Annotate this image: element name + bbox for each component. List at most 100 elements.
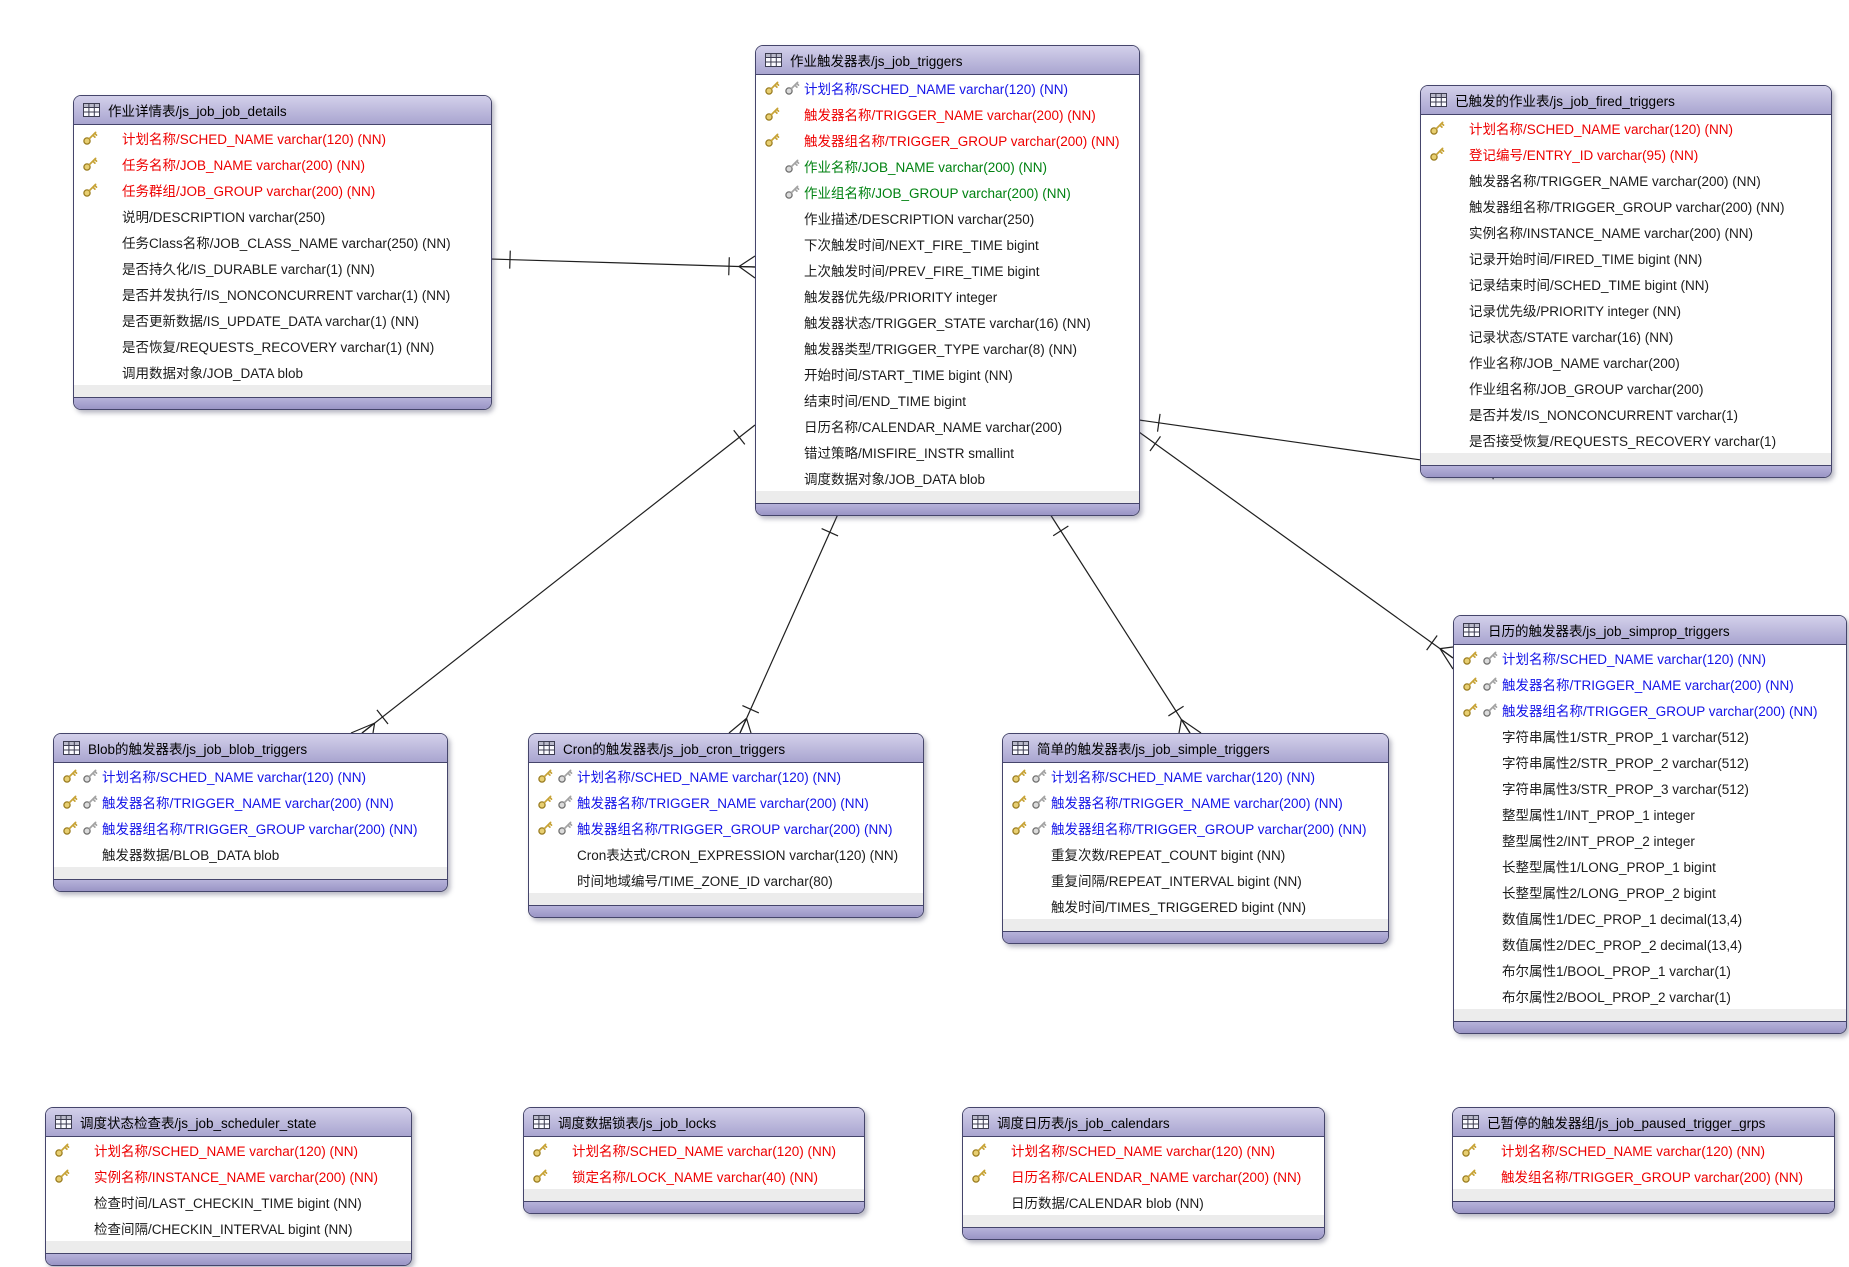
column-row[interactable]: 计划名称/SCHED_NAME varchar(120) (NN) bbox=[74, 125, 491, 151]
entity-table-js_job_calendars[interactable]: 调度日历表/js_job_calendars 计划名称/SCHED_NAME v… bbox=[962, 1107, 1325, 1240]
column-row[interactable]: 下次触发时间/NEXT_FIRE_TIME bigint bbox=[756, 231, 1139, 257]
column-row[interactable]: 是否持久化/IS_DURABLE varchar(1) (NN) bbox=[74, 255, 491, 281]
column-row[interactable]: 是否并发执行/IS_NONCONCURRENT varchar(1) (NN) bbox=[74, 281, 491, 307]
column-row[interactable]: 调度数据对象/JOB_DATA blob bbox=[756, 465, 1139, 491]
column-row[interactable]: 布尔属性2/BOOL_PROP_2 varchar(1) bbox=[1454, 983, 1846, 1009]
column-row[interactable]: 计划名称/SCHED_NAME varchar(120) (NN) bbox=[756, 75, 1139, 101]
column-row[interactable]: 触发时间/TIMES_TRIGGERED bigint (NN) bbox=[1003, 893, 1388, 919]
column-row[interactable]: 数值属性1/DEC_PROP_1 decimal(13,4) bbox=[1454, 905, 1846, 931]
column-row[interactable]: 长整型属性1/LONG_PROP_1 bigint bbox=[1454, 853, 1846, 879]
column-row[interactable]: 触发器组名称/TRIGGER_GROUP varchar(200) (NN) bbox=[54, 815, 447, 841]
entity-table-js_job_scheduler_state[interactable]: 调度状态检查表/js_job_scheduler_state 计划名称/SCHE… bbox=[45, 1107, 412, 1266]
column-row[interactable]: 触发器名称/TRIGGER_NAME varchar(200) (NN) bbox=[529, 789, 923, 815]
column-row[interactable]: 触发器数据/BLOB_DATA blob bbox=[54, 841, 447, 867]
entity-table-js_job_paused_trigger_grps[interactable]: 已暂停的触发器组/js_job_paused_trigger_grps 计划名称… bbox=[1452, 1107, 1835, 1214]
column-row[interactable]: 作业名称/JOB_NAME varchar(200) bbox=[1421, 349, 1831, 375]
column-row[interactable]: 任务群组/JOB_GROUP varchar(200) (NN) bbox=[74, 177, 491, 203]
entity-table-js_job_simprop_triggers[interactable]: 日历的触发器表/js_job_simprop_triggers 计划名称/SCH… bbox=[1453, 615, 1847, 1034]
column-row[interactable]: 触发器优先级/PRIORITY integer bbox=[756, 283, 1139, 309]
column-row[interactable]: 计划名称/SCHED_NAME varchar(120) (NN) bbox=[524, 1137, 864, 1163]
column-row[interactable]: 是否接受恢复/REQUESTS_RECOVERY varchar(1) bbox=[1421, 427, 1831, 453]
column-row[interactable]: 触发器名称/TRIGGER_NAME varchar(200) (NN) bbox=[1454, 671, 1846, 697]
column-row[interactable]: 日历数据/CALENDAR blob (NN) bbox=[963, 1189, 1324, 1215]
column-row[interactable]: 记录结束时间/SCHED_TIME bigint (NN) bbox=[1421, 271, 1831, 297]
column-row[interactable]: 触发组名称/TRIGGER_GROUP varchar(200) (NN) bbox=[1453, 1163, 1834, 1189]
entity-table-header[interactable]: 调度数据锁表/js_job_locks bbox=[524, 1108, 864, 1137]
column-row[interactable]: 记录状态/STATE varchar(16) (NN) bbox=[1421, 323, 1831, 349]
entity-table-header[interactable]: 简单的触发器表/js_job_simple_triggers bbox=[1003, 734, 1388, 763]
entity-table-js_job_locks[interactable]: 调度数据锁表/js_job_locks 计划名称/SCHED_NAME varc… bbox=[523, 1107, 865, 1214]
column-row[interactable]: 触发器状态/TRIGGER_STATE varchar(16) (NN) bbox=[756, 309, 1139, 335]
relationship-js_job_triggers-to-js_job_cron_triggers[interactable] bbox=[728, 513, 839, 734]
relationship-js_job_triggers-to-js_job_simprop_triggers[interactable] bbox=[1138, 431, 1454, 670]
entity-table-js_job_cron_triggers[interactable]: Cron的触发器表/js_job_cron_triggers 计划名称/SCHE… bbox=[528, 733, 924, 918]
column-row[interactable]: 任务Class名称/JOB_CLASS_NAME varchar(250) (N… bbox=[74, 229, 491, 255]
column-row[interactable]: 长整型属性2/LONG_PROP_2 bigint bbox=[1454, 879, 1846, 905]
column-row[interactable]: 重复次数/REPEAT_COUNT bigint (NN) bbox=[1003, 841, 1388, 867]
column-row[interactable]: 触发器组名称/TRIGGER_GROUP varchar(200) (NN) bbox=[529, 815, 923, 841]
column-row[interactable]: 整型属性2/INT_PROP_2 integer bbox=[1454, 827, 1846, 853]
column-row[interactable]: Cron表达式/CRON_EXPRESSION varchar(120) (NN… bbox=[529, 841, 923, 867]
entity-table-header[interactable]: 作业详情表/js_job_job_details bbox=[74, 96, 491, 125]
entity-table-js_job_fired_triggers[interactable]: 已触发的作业表/js_job_fired_triggers 计划名称/SCHED… bbox=[1420, 85, 1832, 478]
column-row[interactable]: 任务名称/JOB_NAME varchar(200) (NN) bbox=[74, 151, 491, 177]
column-row[interactable]: 是否并发/IS_NONCONCURRENT varchar(1) bbox=[1421, 401, 1831, 427]
column-row[interactable]: 结束时间/END_TIME bigint bbox=[756, 387, 1139, 413]
column-row[interactable]: 作业组名称/JOB_GROUP varchar(200) (NN) bbox=[756, 179, 1139, 205]
column-row[interactable]: 实例名称/INSTANCE_NAME varchar(200) (NN) bbox=[46, 1163, 411, 1189]
relationship-js_job_triggers-to-js_job_blob_triggers[interactable] bbox=[350, 424, 756, 734]
column-row[interactable]: 日历名称/CALENDAR_NAME varchar(200) (NN) bbox=[963, 1163, 1324, 1189]
column-row[interactable]: 触发器组名称/TRIGGER_GROUP varchar(200) (NN) bbox=[1003, 815, 1388, 841]
column-row[interactable]: 时间地域编号/TIME_ZONE_ID varchar(80) bbox=[529, 867, 923, 893]
entity-table-header[interactable]: 已暂停的触发器组/js_job_paused_trigger_grps bbox=[1453, 1108, 1834, 1137]
column-row[interactable]: 计划名称/SCHED_NAME varchar(120) (NN) bbox=[1453, 1137, 1834, 1163]
column-row[interactable]: 记录优先级/PRIORITY integer (NN) bbox=[1421, 297, 1831, 323]
entity-table-header[interactable]: Cron的触发器表/js_job_cron_triggers bbox=[529, 734, 923, 763]
entity-table-header[interactable]: 已触发的作业表/js_job_fired_triggers bbox=[1421, 86, 1831, 115]
entity-table-header[interactable]: 调度日历表/js_job_calendars bbox=[963, 1108, 1324, 1137]
column-row[interactable]: 触发器名称/TRIGGER_NAME varchar(200) (NN) bbox=[1003, 789, 1388, 815]
column-row[interactable]: 记录开始时间/FIRED_TIME bigint (NN) bbox=[1421, 245, 1831, 271]
column-row[interactable]: 计划名称/SCHED_NAME varchar(120) (NN) bbox=[963, 1137, 1324, 1163]
column-row[interactable]: 触发器组名称/TRIGGER_GROUP varchar(200) (NN) bbox=[1454, 697, 1846, 723]
column-row[interactable]: 触发器名称/TRIGGER_NAME varchar(200) (NN) bbox=[756, 101, 1139, 127]
column-row[interactable]: 重复间隔/REPEAT_INTERVAL bigint (NN) bbox=[1003, 867, 1388, 893]
column-row[interactable]: 计划名称/SCHED_NAME varchar(120) (NN) bbox=[46, 1137, 411, 1163]
column-row[interactable]: 计划名称/SCHED_NAME varchar(120) (NN) bbox=[1454, 645, 1846, 671]
column-row[interactable]: 检查时间/LAST_CHECKIN_TIME bigint (NN) bbox=[46, 1189, 411, 1215]
column-row[interactable]: 锁定名称/LOCK_NAME varchar(40) (NN) bbox=[524, 1163, 864, 1189]
entity-table-header[interactable]: 作业触发器表/js_job_triggers bbox=[756, 46, 1139, 75]
column-row[interactable]: 上次触发时间/PREV_FIRE_TIME bigint bbox=[756, 257, 1139, 283]
column-row[interactable]: 触发器类型/TRIGGER_TYPE varchar(8) (NN) bbox=[756, 335, 1139, 361]
column-row[interactable]: 计划名称/SCHED_NAME varchar(120) (NN) bbox=[529, 763, 923, 789]
column-row[interactable]: 实例名称/INSTANCE_NAME varchar(200) (NN) bbox=[1421, 219, 1831, 245]
entity-table-header[interactable]: Blob的触发器表/js_job_blob_triggers bbox=[54, 734, 447, 763]
column-row[interactable]: 计划名称/SCHED_NAME varchar(120) (NN) bbox=[1003, 763, 1388, 789]
column-row[interactable]: 作业描述/DESCRIPTION varchar(250) bbox=[756, 205, 1139, 231]
column-row[interactable]: 触发器名称/TRIGGER_NAME varchar(200) (NN) bbox=[1421, 167, 1831, 193]
entity-table-js_job_blob_triggers[interactable]: Blob的触发器表/js_job_blob_triggers 计划名称/SCHE… bbox=[53, 733, 448, 892]
column-row[interactable]: 触发器组名称/TRIGGER_GROUP varchar(200) (NN) bbox=[1421, 193, 1831, 219]
column-row[interactable]: 说明/DESCRIPTION varchar(250) bbox=[74, 203, 491, 229]
column-row[interactable]: 布尔属性1/BOOL_PROP_1 varchar(1) bbox=[1454, 957, 1846, 983]
column-row[interactable]: 整型属性1/INT_PROP_1 integer bbox=[1454, 801, 1846, 827]
column-row[interactable]: 日历名称/CALENDAR_NAME varchar(200) bbox=[756, 413, 1139, 439]
column-row[interactable]: 是否恢复/REQUESTS_RECOVERY varchar(1) (NN) bbox=[74, 333, 491, 359]
entity-table-header[interactable]: 调度状态检查表/js_job_scheduler_state bbox=[46, 1108, 411, 1137]
column-row[interactable]: 触发器组名称/TRIGGER_GROUP varchar(200) (NN) bbox=[756, 127, 1139, 153]
column-row[interactable]: 计划名称/SCHED_NAME varchar(120) (NN) bbox=[1421, 115, 1831, 141]
column-row[interactable]: 字符串属性3/STR_PROP_3 varchar(512) bbox=[1454, 775, 1846, 801]
entity-table-js_job_triggers[interactable]: 作业触发器表/js_job_triggers 计划名称/SCHED_NAME v… bbox=[755, 45, 1140, 516]
column-row[interactable]: 触发器名称/TRIGGER_NAME varchar(200) (NN) bbox=[54, 789, 447, 815]
column-row[interactable]: 作业名称/JOB_NAME varchar(200) (NN) bbox=[756, 153, 1139, 179]
entity-table-header[interactable]: 日历的触发器表/js_job_simprop_triggers bbox=[1454, 616, 1846, 645]
column-row[interactable]: 登记编号/ENTRY_ID varchar(95) (NN) bbox=[1421, 141, 1831, 167]
column-row[interactable]: 错过策略/MISFIRE_INSTR smallint bbox=[756, 439, 1139, 465]
entity-table-js_job_job_details[interactable]: 作业详情表/js_job_job_details 计划名称/SCHED_NAME… bbox=[73, 95, 492, 410]
column-row[interactable]: 作业组名称/JOB_GROUP varchar(200) bbox=[1421, 375, 1831, 401]
column-row[interactable]: 数值属性2/DEC_PROP_2 decimal(13,4) bbox=[1454, 931, 1846, 957]
column-row[interactable]: 字符串属性1/STR_PROP_1 varchar(512) bbox=[1454, 723, 1846, 749]
column-row[interactable]: 开始时间/START_TIME bigint (NN) bbox=[756, 361, 1139, 387]
entity-table-js_job_simple_triggers[interactable]: 简单的触发器表/js_job_simple_triggers 计划名称/SCHE… bbox=[1002, 733, 1389, 944]
relationship-js_job_job_details-to-js_job_triggers[interactable] bbox=[489, 250, 756, 279]
